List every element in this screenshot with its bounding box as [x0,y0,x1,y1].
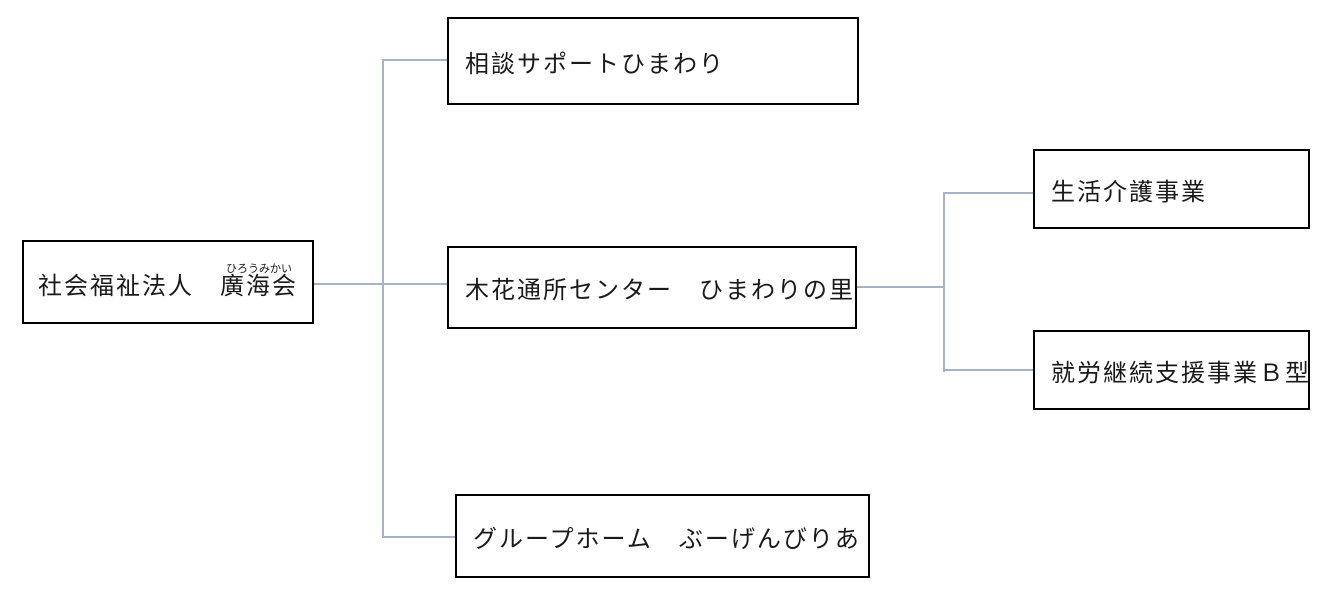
branch-box-soudan-support-himawari: 相談サポートひまわり [447,17,859,105]
connector-root-to-trunk [314,283,447,285]
branch-label: 相談サポートひまわり [465,51,725,78]
sub-branch-box-shurou-keizoku-b: 就労継続支援事業Ｂ型 [1033,330,1310,410]
branch-label: グループホーム ぶーげんびりあ [473,526,861,553]
connector-trunk-vertical [382,59,384,538]
sub-branch-label: 就労継続支援事業Ｂ型 [1051,360,1311,387]
connector-to-sub-top [943,192,1033,194]
connector-trunk-to-top-branch [382,59,447,61]
branch-box-kibana-day-center: 木花通所センター ひまわりの里 [447,246,857,329]
sub-branch-box-seikatsu-kaigo: 生活介護事業 [1033,149,1310,229]
sub-branch-label: 生活介護事業 [1051,179,1207,206]
connector-middle-to-right-trunk [857,286,944,288]
connector-trunk-to-bottom-branch [382,536,455,538]
org-root-box: 社会福祉法人 廣海会ひろうみかい [22,240,314,324]
org-root-prefix: 社会福祉法人 [38,274,220,300]
connector-right-trunk-vertical [943,192,945,372]
branch-box-group-home-bougainvillea: グループホーム ぶーげんびりあ [455,494,870,578]
org-root-label: 社会福祉法人 廣海会ひろうみかい [38,263,298,301]
org-root-name-ruby: 廣海会ひろうみかい [220,263,298,300]
org-root-name: 廣海会 [220,274,298,300]
branch-label: 木花通所センター ひまわりの里 [465,278,855,304]
org-root-furigana: ひろうみかい [220,263,298,275]
connector-to-sub-bottom [943,369,1033,371]
